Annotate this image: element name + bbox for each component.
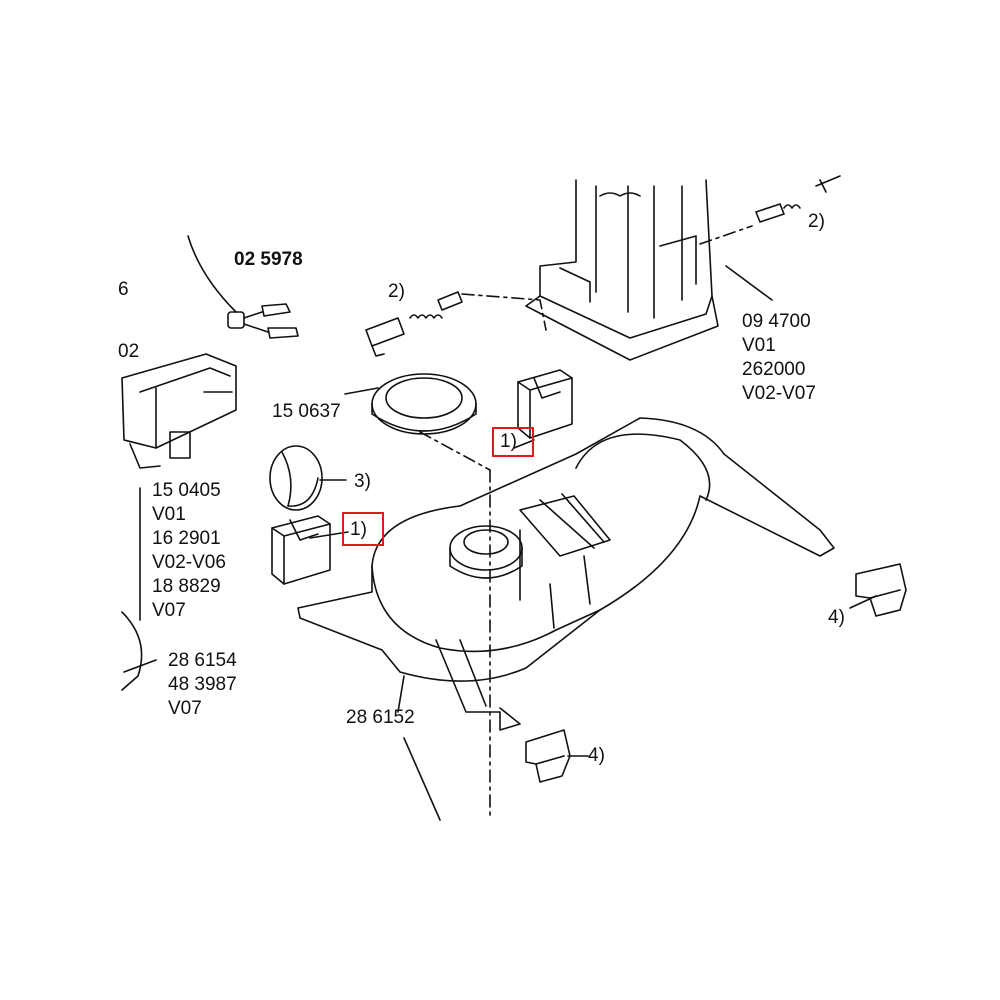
cap-left: [271, 515, 331, 585]
motor-line-4: V02-V07: [742, 383, 816, 404]
callout-foot-right: 4): [828, 607, 845, 628]
callout-cap-left: 1): [350, 519, 367, 540]
callout-foot-bottom: 4): [588, 745, 605, 766]
edge-label-6: 6: [118, 279, 129, 300]
control-line-6: V07: [152, 600, 186, 621]
callout-knob: 3): [354, 471, 371, 492]
control-line-2: V01: [152, 504, 186, 525]
callout-cap-top: 1): [500, 431, 517, 452]
bearing-hub: [449, 525, 523, 579]
foot-right: [855, 563, 907, 617]
control-line-3: 16 2901: [152, 528, 221, 549]
lower-line-2: 48 3987: [168, 674, 237, 695]
knob: [269, 445, 323, 511]
foot-bottom: [525, 729, 571, 783]
part-label-025978: 02 5978: [234, 249, 303, 270]
lower-left-part-list: 28 6154 48 3987 V07: [168, 649, 237, 721]
highlight-box-left: [342, 512, 384, 546]
carbon-brush-left: [365, 291, 463, 357]
control-unit: [121, 353, 237, 621]
edge-label-02: 02: [118, 341, 140, 362]
motor-line-3: 262000: [742, 359, 806, 380]
control-line-1: 15 0405: [152, 480, 221, 501]
control-unit-part-list: 15 0405 V01 16 2901 V02-V06 18 8829 V07: [152, 479, 226, 623]
carbon-brush-right: [755, 203, 801, 223]
motor-housing: [525, 175, 841, 361]
control-line-5: 18 8829: [152, 576, 221, 597]
base-housing: [297, 417, 835, 731]
motor-line-1: 09 4700: [742, 311, 811, 332]
lower-tray-edge: [121, 611, 143, 691]
part-label-150637: 15 0637: [272, 401, 341, 422]
lower-line-3: V07: [168, 698, 202, 719]
control-line-4: V02-V06: [152, 552, 226, 573]
callout-brushes-left: 2): [388, 281, 405, 302]
lower-left-leader: [123, 659, 157, 673]
seal-ring: [371, 373, 477, 435]
leader-lines: [309, 265, 877, 821]
part-label-286152: 28 6152: [346, 707, 415, 728]
callout-brushes-right: 2): [808, 211, 825, 232]
power-cord: [187, 235, 237, 313]
motor-part-list: 09 4700 V01 262000 V02-V07: [742, 310, 816, 406]
highlight-box-top: [492, 427, 534, 457]
motor-line-2: V01: [742, 335, 776, 356]
lower-line-1: 28 6154: [168, 650, 237, 671]
terminal-connectors: [227, 303, 299, 339]
